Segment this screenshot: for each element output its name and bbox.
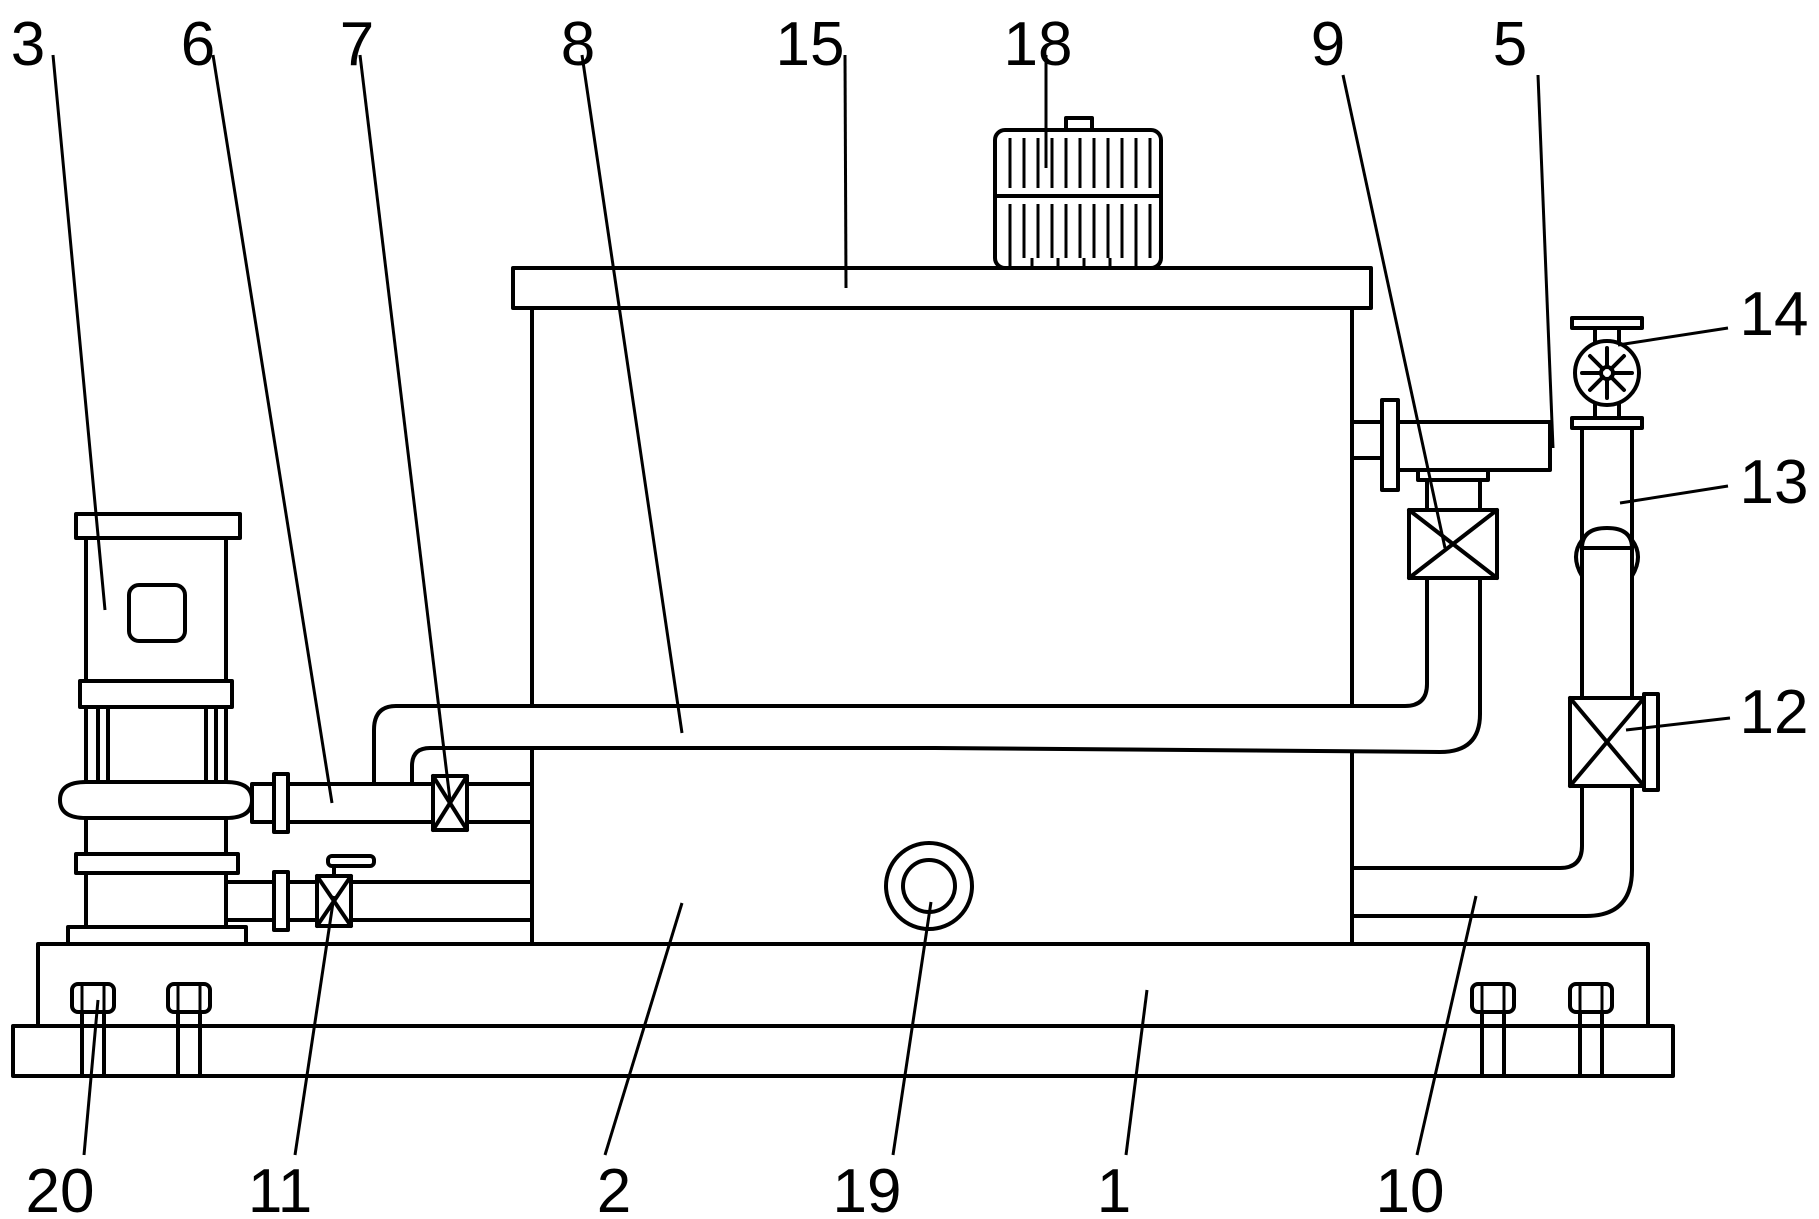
label-2: 2	[597, 1157, 631, 1219]
reference-labels: 3 6 7 8 15 18 9 5 14 13 12 20 11 2 19 1 …	[11, 10, 1809, 1219]
leader-lines	[51, 54, 1731, 1156]
label-3: 3	[11, 10, 45, 79]
pump-window	[127, 583, 187, 643]
right-pipe-assembly	[1350, 316, 1660, 918]
circulation-pipe	[372, 546, 1482, 786]
mounting-bolt	[70, 982, 116, 1078]
mounting-bolt	[1470, 982, 1516, 1078]
mounting-bolt	[1568, 982, 1614, 1078]
pump-inlet-pipe	[224, 854, 534, 932]
label-12: 12	[1740, 678, 1809, 747]
label-10: 10	[1376, 1157, 1445, 1219]
top-outlet-assembly	[1350, 398, 1552, 580]
label-14: 14	[1740, 280, 1809, 349]
pump-outlet-pipe	[250, 772, 534, 834]
motor	[993, 116, 1163, 270]
base-bottom-plate	[11, 1024, 1675, 1078]
label-7: 7	[340, 10, 374, 79]
tank-body	[530, 306, 1354, 946]
label-8: 8	[561, 10, 595, 79]
mounting-bolts	[70, 982, 1614, 1078]
label-11: 11	[248, 1157, 312, 1219]
label-19: 19	[833, 1157, 902, 1219]
label-6: 6	[181, 10, 215, 79]
label-18: 18	[1004, 10, 1073, 79]
label-20: 20	[26, 1157, 95, 1219]
drain-port	[884, 841, 974, 931]
label-9: 9	[1311, 10, 1345, 79]
label-5: 5	[1493, 10, 1527, 79]
label-15: 15	[776, 10, 845, 79]
label-1: 1	[1097, 1157, 1131, 1219]
base-platform	[36, 942, 1650, 1028]
pump	[58, 512, 254, 946]
tank-lid	[511, 266, 1373, 310]
label-13: 13	[1740, 448, 1809, 517]
base-assembly	[11, 942, 1675, 1078]
mounting-bolt	[166, 982, 212, 1078]
